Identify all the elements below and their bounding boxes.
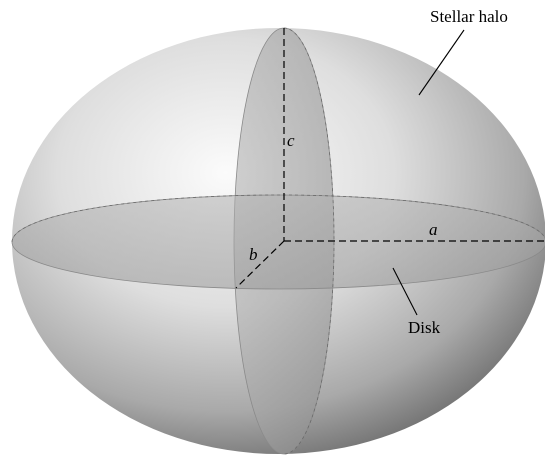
axis-label-a: a [429, 220, 438, 239]
axis-label-c: c [287, 131, 295, 150]
b-axis [235, 240, 285, 289]
halo-leader-line [418, 29, 465, 96]
axis-label-b: b [249, 245, 258, 264]
disk-leader-line [392, 267, 418, 316]
disk-label: Disk [408, 318, 441, 337]
disk-back-edge [11, 194, 545, 243]
halo-label: Stellar halo [430, 7, 508, 26]
disk-plane [11, 194, 545, 290]
